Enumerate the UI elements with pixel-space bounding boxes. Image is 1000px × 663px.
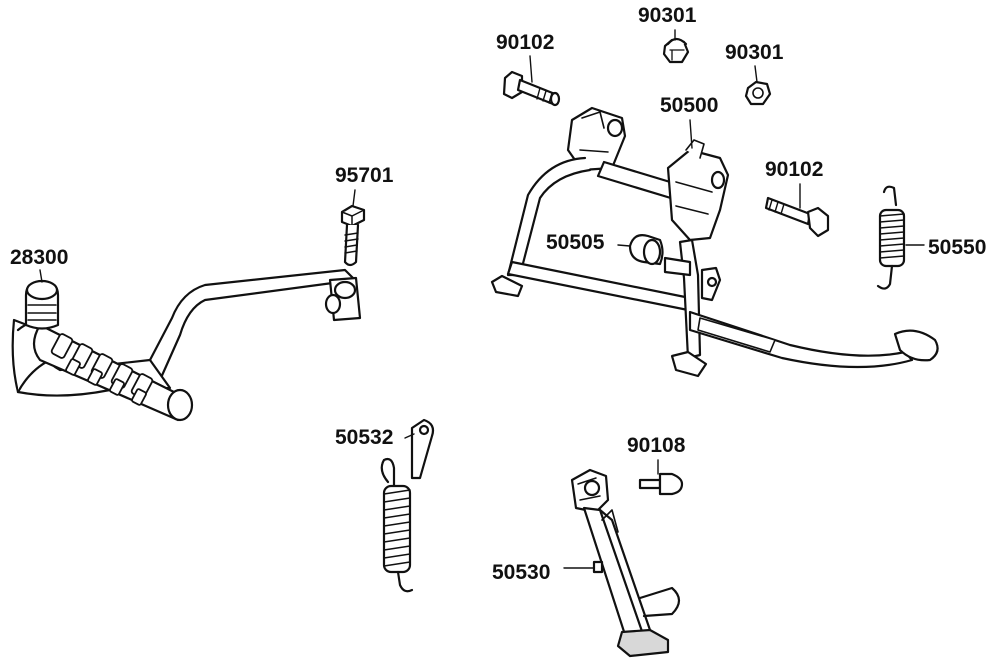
part-label-50500: 50500 [660,94,719,117]
nut-90301 [744,80,772,106]
bolt-95701 [340,204,366,267]
leader-lines [39,29,925,569]
part-label-50505: 50505 [546,231,605,254]
hook-plate-50532 [410,418,435,480]
rubber-pin-90108 [638,472,684,496]
part-label-50530: 50530 [492,561,551,584]
main-stand-50500 [490,106,939,378]
bolt-90102-right [764,196,830,238]
part-label-50550: 50550 [928,236,987,259]
side-stand-50530 [570,468,681,658]
kick-starter-lever [11,268,362,422]
spring-50550 [876,185,906,290]
cap-nut-90301 [662,37,690,64]
spacer-collar-50505 [628,234,664,266]
part-label-95701: 95701 [335,164,394,187]
part-label-90102-top: 90102 [496,31,555,54]
side-stand-spring [380,457,414,593]
part-label-50532: 50532 [335,426,394,449]
part-label-90301-nut: 90301 [725,41,784,64]
bolt-90102-top [502,70,561,107]
part-label-90301-top: 90301 [638,4,697,27]
part-label-90102-right: 90102 [765,158,824,181]
part-label-90108: 90108 [627,434,686,457]
part-label-28300: 28300 [10,246,69,269]
